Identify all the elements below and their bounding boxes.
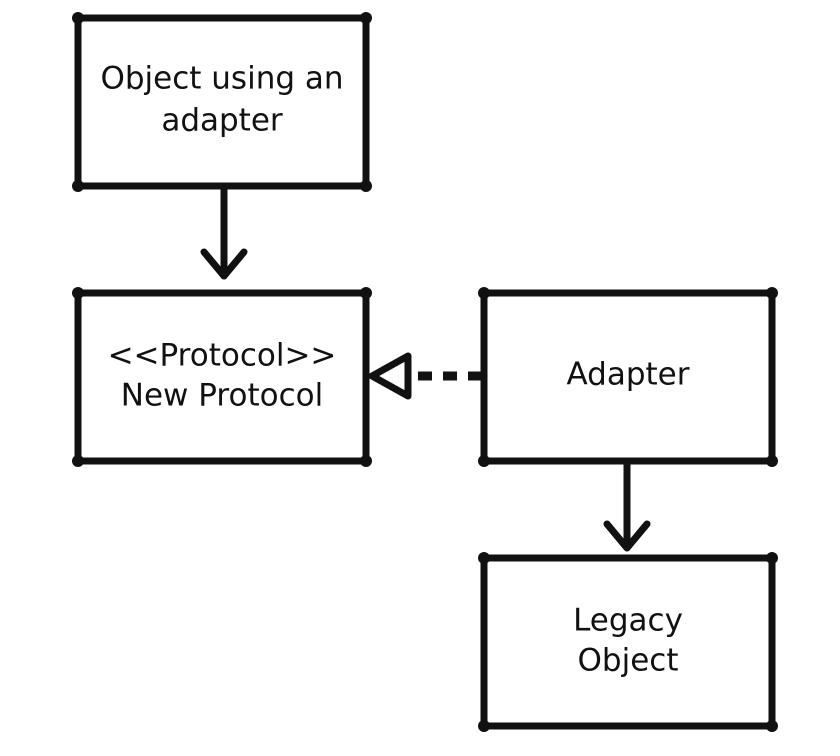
edge-adapter-to-legacy-arrowhead [603,520,651,552]
node-legacy-corner-br [766,720,778,732]
edge-client-to-protocol [200,182,248,280]
node-protocol: <<Protocol>> New Protocol [72,287,372,467]
node-adapter-corner-bl [478,455,490,467]
node-protocol-corner-br [360,455,372,467]
node-adapter-box [480,289,776,465]
node-client-box [74,14,370,190]
node-client-corner-bl [72,180,84,192]
node-client: Object using an adapter [72,12,372,192]
node-protocol-corner-tl [72,287,84,299]
node-adapter-corner-tr [766,287,778,299]
node-protocol-corner-tr [360,287,372,299]
edge-client-to-protocol-arrowhead [200,248,248,280]
node-client-label-line-2: adapter [161,103,283,139]
node-adapter-corner-br [766,455,778,467]
node-legacy-corner-tr [766,552,778,564]
node-legacy-corner-bl [478,720,490,732]
node-client-corner-tr [360,12,372,24]
node-legacy: Legacy Object [478,552,778,732]
edge-adapter-to-protocol [368,352,482,400]
node-legacy-label-line-1: Legacy [573,603,683,639]
node-adapter-label-line-1: Adapter [567,357,690,393]
edge-adapter-to-legacy [603,458,651,552]
node-client-corner-br [360,180,372,192]
node-protocol-corner-bl [72,455,84,467]
node-protocol-box [74,289,370,465]
node-adapter-corner-tl [478,287,490,299]
node-client-label-line-1: Object using an [100,61,343,97]
node-protocol-label-line-2: New Protocol [121,378,323,414]
node-legacy-corner-tl [478,552,490,564]
node-legacy-label-line-2: Object [578,643,679,679]
node-protocol-label-line-1: <<Protocol>> [108,338,337,374]
node-legacy-box [480,554,776,730]
node-adapter: Adapter [478,287,778,467]
node-client-corner-tl [72,12,84,24]
edge-adapter-to-protocol-arrowhead [368,352,412,400]
